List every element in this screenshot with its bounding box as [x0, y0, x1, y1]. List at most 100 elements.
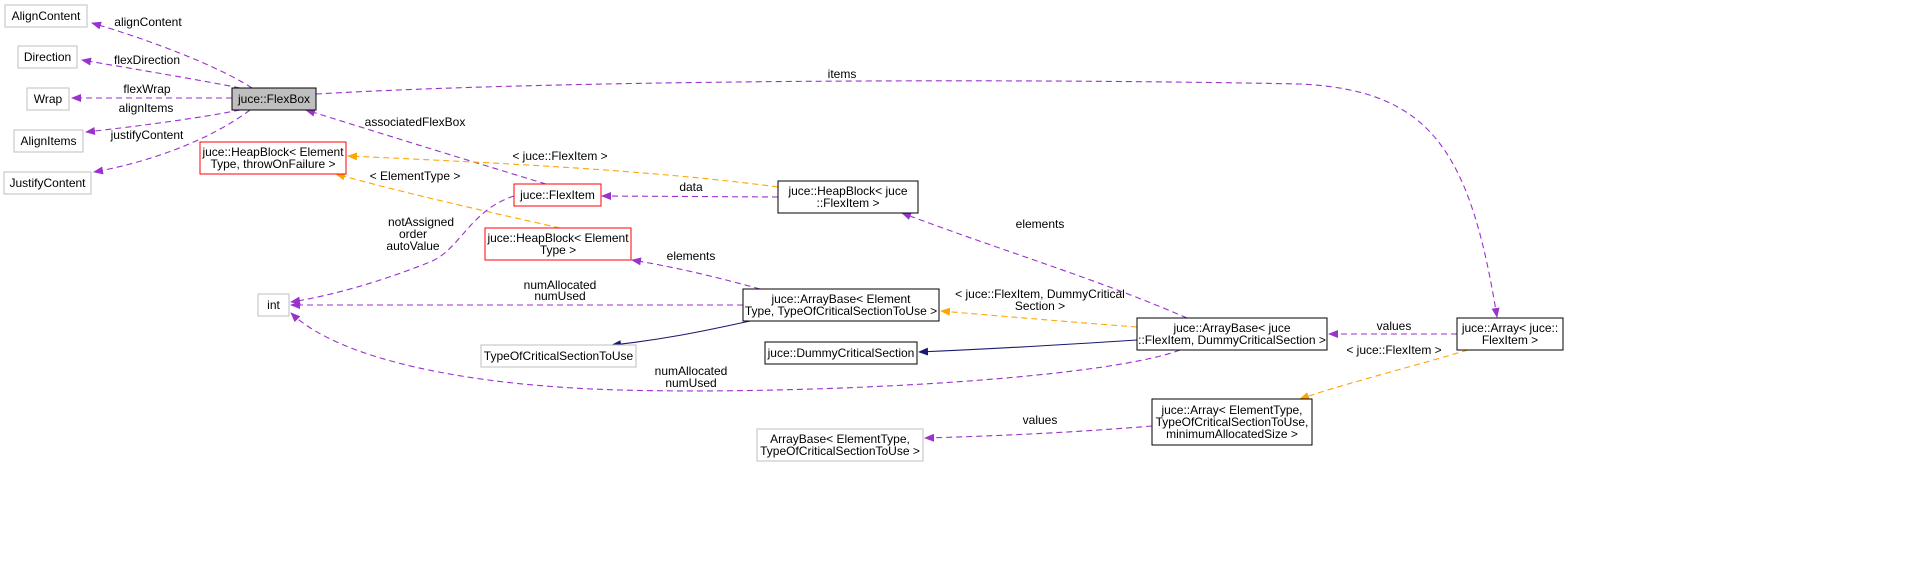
- edge-line: [611, 320, 751, 349]
- node-wrap: Wrap: [26, 87, 70, 111]
- node-label: int: [267, 298, 280, 312]
- node-label: AlignContent: [12, 9, 81, 23]
- edge-label: elements: [1016, 217, 1065, 231]
- node-int: int: [257, 293, 290, 317]
- edge-label: data: [679, 180, 703, 194]
- node-label: juce::ArrayBase< Element: [770, 292, 911, 306]
- node-box: [756, 428, 924, 462]
- node-box: [484, 227, 632, 261]
- node-label: ArrayBase< ElementType,: [770, 432, 910, 446]
- node-label: juce::Array< juce::: [1461, 321, 1558, 335]
- edge-label: justifyContent: [110, 128, 184, 142]
- node-arraybase-flexitem[interactable]: juce::ArrayBase< juce::FlexItem, DummyCr…: [1136, 317, 1328, 351]
- edge-label: < ElementType >: [370, 169, 461, 183]
- node-label: TypeOfCriticalSectionToUse,: [1156, 415, 1309, 429]
- node-alignitems: AlignItems: [13, 129, 84, 153]
- edge-line: [85, 109, 241, 135]
- node-label: FlexItem >: [1482, 333, 1538, 347]
- edge-label: numAllocated: [655, 364, 728, 378]
- node-box: [3, 171, 92, 195]
- node-label: juce::HeapBlock< juce: [787, 184, 907, 198]
- node-box: [764, 341, 918, 365]
- edge-line: [601, 192, 779, 201]
- edge-inherit-typeofcs: [611, 320, 751, 349]
- edge-label: order: [399, 227, 427, 241]
- edge-label: numUsed: [534, 289, 585, 303]
- node-label: Wrap: [34, 92, 63, 106]
- edge-tmpl-elemtype-heap: < ElementType >: [335, 169, 561, 229]
- edge-associated: associatedFlexBox: [305, 108, 547, 185]
- node-box: [17, 45, 78, 69]
- edge-line: [290, 312, 1181, 392]
- edge-items: items: [315, 67, 1500, 318]
- edge-values-2: values: [924, 413, 1153, 442]
- edge-label: values: [1023, 413, 1058, 427]
- node-label: TypeOfCriticalSectionToUse: [484, 349, 634, 363]
- edge-label: flexWrap: [123, 82, 170, 96]
- node-label: juce::HeapBlock< Element: [201, 145, 344, 159]
- node-box: [513, 183, 602, 207]
- edge-line: [631, 257, 761, 290]
- edge-label: < juce::FlexItem >: [1346, 343, 1441, 357]
- edge-label: elements: [667, 249, 716, 263]
- edge-line: [901, 212, 1188, 319]
- edge-line: [347, 152, 779, 188]
- edge-tmpl-array: < juce::FlexItem >: [1299, 343, 1469, 400]
- node-direction: Direction: [17, 45, 78, 69]
- node-label: ::FlexItem, DummyCriticalSection >: [1138, 333, 1326, 347]
- edge-justifycontent: justifyContent: [93, 109, 251, 175]
- edge-aligncontent: alignContent: [91, 15, 253, 89]
- edge-data: data: [601, 180, 779, 201]
- edge-label: alignContent: [114, 15, 182, 29]
- edge-label: flexDirection: [114, 53, 180, 67]
- node-flexitem[interactable]: juce::FlexItem: [513, 183, 602, 207]
- edge-line: [918, 339, 1138, 356]
- node-box: [26, 87, 70, 111]
- edge-line: [940, 307, 1138, 328]
- node-label: AlignItems: [20, 134, 76, 148]
- nodes-layer: AlignContentDirectionWrapAlignItemsJusti…: [3, 4, 1564, 462]
- node-arraybase-elem[interactable]: juce::ArrayBase< ElementType, TypeOfCrit…: [742, 288, 940, 322]
- edge-label: numAllocated: [524, 278, 597, 292]
- node-dummycs[interactable]: juce::DummyCriticalSection: [764, 341, 918, 365]
- node-label: juce::HeapBlock< Element: [486, 231, 629, 245]
- node-array-elem[interactable]: juce::Array< ElementType,TypeOfCriticalS…: [1151, 398, 1313, 446]
- node-box: [13, 129, 84, 153]
- edge-line: [924, 425, 1153, 442]
- edge-line: [315, 80, 1500, 318]
- edge-line: [335, 172, 561, 229]
- edge-direction: flexDirection: [81, 53, 241, 89]
- edges-layer: alignContent flexDirection flexWrap alignIt…: [71, 15, 1500, 442]
- node-label: juce::ArrayBase< juce: [1172, 321, 1290, 335]
- node-label: JustifyContent: [9, 176, 86, 190]
- edge-tmpl-arraybase: < juce::FlexItem, DummyCriticalSection >: [940, 287, 1138, 328]
- node-box: [742, 288, 940, 322]
- edge-line: [1299, 349, 1469, 400]
- node-heapblock-flexitem[interactable]: juce::HeapBlock< juce::FlexItem >: [777, 180, 919, 214]
- node-label: Type, TypeOfCriticalSectionToUse >: [745, 304, 937, 318]
- edge-elements-1: elements: [631, 249, 761, 290]
- node-box: [4, 4, 88, 28]
- edge-label: Section >: [1015, 299, 1065, 313]
- edge-tmpl-flexitem-heap: < juce::FlexItem >: [347, 149, 779, 188]
- node-array-flexitem[interactable]: juce::Array< juce::FlexItem >: [1456, 317, 1564, 351]
- edge-alignitems: alignItems: [85, 101, 241, 135]
- edge-wrap: flexWrap: [71, 82, 232, 102]
- node-heapblock-elem[interactable]: juce::HeapBlock< ElementType, throwOnFai…: [199, 141, 347, 175]
- node-box: [1456, 317, 1564, 351]
- node-label: juce::FlexBox: [237, 92, 310, 106]
- node-heapblock-elemtype[interactable]: juce::HeapBlock< ElementType >: [484, 227, 632, 261]
- node-label: minimumAllocatedSize >: [1166, 427, 1298, 441]
- node-label: ::FlexItem >: [816, 196, 879, 210]
- edge-label: < juce::FlexItem, DummyCritical: [955, 287, 1125, 301]
- node-flexbox[interactable]: juce::FlexBox: [231, 87, 317, 111]
- node-box: [199, 141, 347, 175]
- edge-line: [81, 57, 241, 89]
- node-arraybase-plain: ArrayBase< ElementType,TypeOfCriticalSec…: [756, 428, 924, 462]
- node-label: Type >: [540, 243, 576, 257]
- node-box: [777, 180, 919, 214]
